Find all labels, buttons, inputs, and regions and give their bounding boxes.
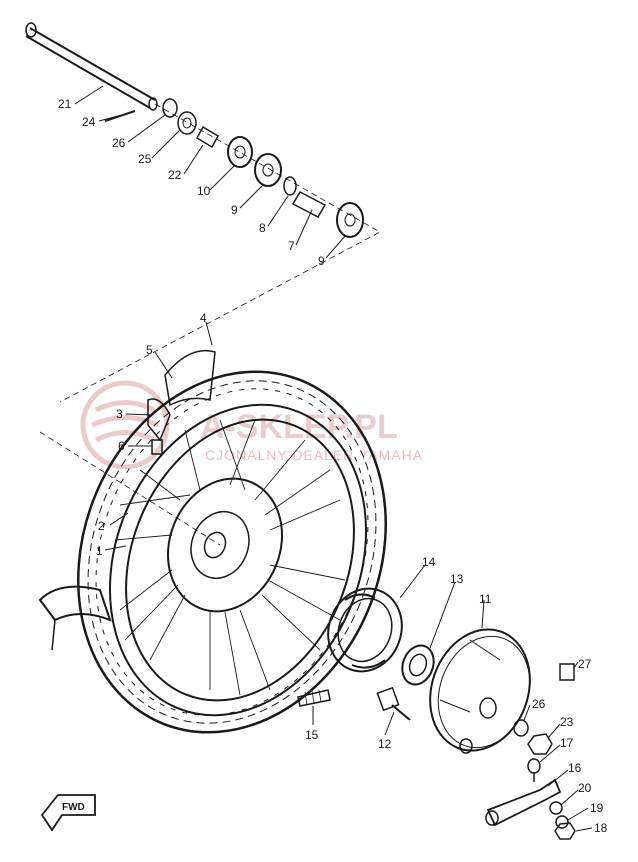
washer — [162, 98, 178, 118]
label-9-lower: 9 — [318, 254, 325, 268]
label-26-upper: 26 — [112, 136, 126, 150]
axle-shaft — [25, 22, 158, 111]
axle-assembly — [25, 22, 381, 403]
label-3: 3 — [116, 407, 123, 421]
wheel-assembly — [38, 350, 387, 734]
label-19: 19 — [590, 801, 604, 815]
label-25: 25 — [138, 152, 152, 166]
label-10: 10 — [197, 184, 211, 198]
rim-band — [164, 350, 216, 407]
brake-camshaft — [376, 686, 411, 721]
cam-lever-bolt — [527, 758, 541, 782]
label-6: 6 — [118, 439, 125, 453]
label-18: 18 — [594, 821, 608, 835]
label-24: 24 — [82, 115, 96, 129]
label-13: 13 — [450, 572, 464, 586]
bearing-10 — [227, 136, 253, 168]
brake-shoe-plate — [429, 628, 531, 754]
lever-nut — [554, 822, 576, 840]
label-17: 17 — [560, 736, 574, 750]
label-16: 16 — [568, 761, 582, 775]
label-15: 15 — [305, 728, 319, 742]
spokes — [114, 419, 346, 696]
label-8: 8 — [259, 221, 266, 235]
bearing-9-upper — [254, 153, 282, 187]
oil-seal — [401, 644, 435, 686]
label-14: 14 — [422, 555, 436, 569]
label-12: 12 — [378, 737, 392, 751]
tire-section-cutaway — [38, 585, 112, 651]
fwd-label: FWD — [62, 802, 85, 813]
label-23: 23 — [560, 715, 574, 729]
washer-20 — [549, 801, 563, 815]
label-27: 27 — [578, 657, 592, 671]
rim — [125, 418, 355, 702]
label-5: 5 — [146, 343, 153, 357]
part-number-labels: 21 24 26 25 22 10 9 8 7 9 4 5 3 6 2 1 14… — [58, 97, 608, 835]
cam-lever — [485, 778, 562, 827]
spacer-collar — [559, 663, 575, 681]
valve-stem — [147, 398, 171, 455]
plain-washer — [513, 719, 529, 737]
label-2: 2 — [98, 519, 105, 533]
fwd-arrow-icon: FWD — [40, 794, 96, 832]
nut — [527, 733, 553, 755]
label-7: 7 — [288, 239, 295, 253]
label-9-upper: 9 — [231, 203, 238, 217]
spacer — [195, 125, 220, 149]
axle-nut — [177, 111, 197, 135]
bearing-9-lower — [336, 202, 364, 238]
label-11: 11 — [479, 592, 492, 606]
brake-shoes — [327, 587, 403, 673]
label-1: 1 — [96, 544, 103, 558]
leader-lines — [74, 85, 593, 832]
tire — [77, 370, 387, 734]
circlip — [283, 176, 297, 196]
watermark-subtitle: CJONALNY DEALER YAMAHA — [205, 447, 423, 463]
hub — [166, 477, 284, 613]
label-22: 22 — [168, 168, 182, 182]
bearing-spacer — [291, 191, 327, 218]
bolt — [297, 689, 331, 707]
label-21: 21 — [58, 97, 72, 111]
label-20: 20 — [578, 781, 592, 795]
label-4: 4 — [200, 311, 207, 325]
spring-washer — [555, 815, 569, 829]
cotter-pin — [104, 110, 136, 122]
label-26-lower: 26 — [532, 697, 546, 711]
